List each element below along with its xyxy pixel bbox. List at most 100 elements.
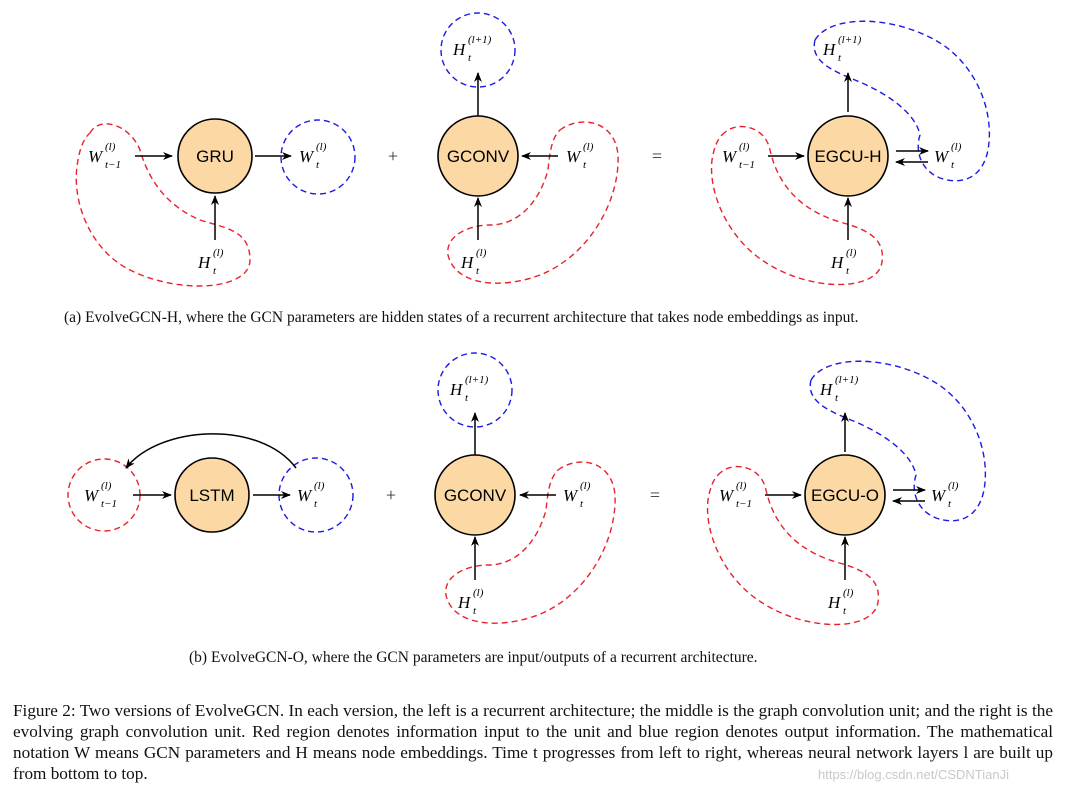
svg-text:H: H — [827, 593, 842, 612]
svg-text:(l): (l) — [476, 247, 487, 259]
svg-text:H: H — [449, 380, 464, 399]
svg-text:(l): (l) — [213, 247, 224, 259]
panel-a-gru-output-region — [280, 119, 356, 195]
svg-text:H: H — [460, 253, 475, 272]
svg-text:(l): (l) — [951, 141, 962, 153]
panel-b-h-t-l1-gconv-output: H (l+1) t — [449, 374, 489, 404]
panel-b-equals: = — [650, 485, 660, 505]
svg-text:t−1: t−1 — [105, 159, 121, 171]
svg-text:(l): (l) — [739, 141, 750, 153]
svg-text:t−1: t−1 — [101, 498, 117, 510]
svg-text:H: H — [830, 253, 845, 272]
svg-text:t: t — [846, 265, 850, 277]
svg-text:t: t — [948, 498, 952, 510]
panel-b-plus: + — [386, 485, 396, 505]
panel-a-w-t-egcu: W (l) t — [934, 141, 962, 171]
svg-text:t: t — [835, 392, 839, 404]
panel-b-w-t-minus-1-egcu: W (l) t−1 — [719, 480, 752, 510]
panel-b-lstm-output-region — [278, 457, 354, 533]
panel-a-egcu-node — [807, 115, 889, 197]
panel-a-egcu-input-region — [710, 125, 884, 286]
panel-b-h-t-l1-egcu-output: H (l+1) t — [819, 374, 859, 404]
svg-text:(l+1): (l+1) — [835, 374, 859, 386]
svg-text:(l+1): (l+1) — [465, 374, 489, 386]
panel-b-gconv-label: GCONV — [444, 486, 507, 505]
panel-b-egcu-label: EGCU-O — [811, 486, 879, 505]
svg-text:W: W — [934, 147, 950, 166]
svg-text:(l): (l) — [948, 480, 959, 492]
panel-a: GRU GCONV EGCU-H + = W (l) t−1 W (l) t H… — [75, 12, 990, 287]
svg-text:W: W — [931, 486, 947, 505]
svg-text:(l): (l) — [580, 480, 591, 492]
watermark: https://blog.csdn.net/CSDNTianJi — [818, 767, 1009, 782]
panel-b-h-t-egcu-input: H (l) t — [827, 587, 854, 617]
svg-text:t: t — [213, 265, 217, 277]
svg-text:W: W — [84, 486, 100, 505]
panel-b-egcu-output-region — [809, 360, 986, 522]
svg-text:(l): (l) — [101, 480, 112, 492]
panel-b-w-t-egcu: W (l) t — [931, 480, 959, 510]
svg-text:t: t — [314, 498, 318, 510]
svg-text:t: t — [583, 159, 587, 171]
panel-b: LSTM GCONV EGCU-O + = W (l) t−1 W (l) t … — [67, 352, 986, 626]
panel-a-caption: (a) EvolveGCN-H, where the GCN parameter… — [64, 309, 859, 326]
panel-a-gru-input-region — [75, 123, 251, 287]
panel-a-plus: + — [388, 146, 398, 166]
panel-a-egcu-label: EGCU-H — [814, 147, 881, 166]
svg-text:t: t — [468, 52, 472, 64]
svg-text:t: t — [465, 392, 469, 404]
svg-text:t: t — [580, 498, 584, 510]
panel-a-gconv-label: GCONV — [447, 147, 510, 166]
svg-text:W: W — [719, 486, 735, 505]
svg-text:W: W — [297, 486, 313, 505]
panel-a-h-t-gconv-input: H (l) t — [460, 247, 487, 277]
panel-a-gconv-output-region — [440, 12, 516, 88]
panel-b-egcu-input-region — [706, 465, 880, 626]
svg-text:(l): (l) — [843, 587, 854, 599]
panel-b-gconv-input-region — [445, 461, 616, 624]
svg-text:W: W — [299, 147, 315, 166]
panel-a-h-t-egcu-input: H (l) t — [830, 247, 857, 277]
panel-b-gconv-output-region — [437, 352, 513, 428]
svg-text:W: W — [722, 147, 738, 166]
panel-a-h-t-l1-egcu-output: H (l+1) t — [822, 34, 862, 64]
panel-b-lstm-node — [174, 457, 250, 533]
svg-text:t−1: t−1 — [736, 498, 752, 510]
svg-text:H: H — [457, 593, 472, 612]
panel-b-egcu-node — [804, 454, 886, 536]
panel-b-caption: (b) EvolveGCN-O, where the GCN parameter… — [189, 649, 758, 666]
panel-a-w-t-minus-1-egcu: W (l) t−1 — [722, 141, 755, 171]
panel-a-gconv-input-region — [447, 121, 619, 284]
svg-text:H: H — [822, 40, 837, 59]
svg-text:(l+1): (l+1) — [838, 34, 862, 46]
svg-text:t−1: t−1 — [739, 159, 755, 171]
svg-text:(l+1): (l+1) — [468, 34, 492, 46]
panel-a-equals: = — [652, 146, 662, 166]
panel-a-h-t-l1-gconv-output: H (l+1) t — [452, 34, 492, 64]
svg-text:(l): (l) — [316, 141, 327, 153]
evolvegcn-diagram: GRU GCONV EGCU-H + = W (l) t−1 W (l) t H… — [67, 12, 990, 626]
panel-b-h-t-gconv-input: H (l) t — [457, 587, 484, 617]
panel-a-gru-label: GRU — [196, 147, 234, 166]
svg-text:W: W — [566, 147, 582, 166]
svg-text:H: H — [197, 253, 212, 272]
svg-text:t: t — [476, 265, 480, 277]
svg-text:(l): (l) — [105, 141, 116, 153]
svg-text:t: t — [843, 605, 847, 617]
svg-text:H: H — [452, 40, 467, 59]
svg-text:t: t — [473, 605, 477, 617]
svg-text:t: t — [951, 159, 955, 171]
figure-caption: Figure 2: Two versions of EvolveGCN. In … — [13, 701, 1053, 783]
panel-a-gru-node — [177, 118, 253, 194]
svg-text:(l): (l) — [846, 247, 857, 259]
panel-a-egcu-output-region — [813, 20, 990, 182]
svg-text:W: W — [88, 147, 104, 166]
panel-b-lstm-input-region — [67, 458, 141, 532]
panel-b-w-t-minus-1-left: W (l) t−1 — [84, 480, 117, 510]
svg-text:(l): (l) — [736, 480, 747, 492]
panel-b-w-t-lstm-output: W (l) t — [297, 480, 325, 510]
panel-b-lstm-label: LSTM — [189, 486, 234, 505]
svg-text:(l): (l) — [314, 480, 325, 492]
panel-b-w-t-gconv-input: W (l) t — [563, 480, 591, 510]
panel-a-h-t-gru-input: H (l) t — [197, 247, 224, 277]
